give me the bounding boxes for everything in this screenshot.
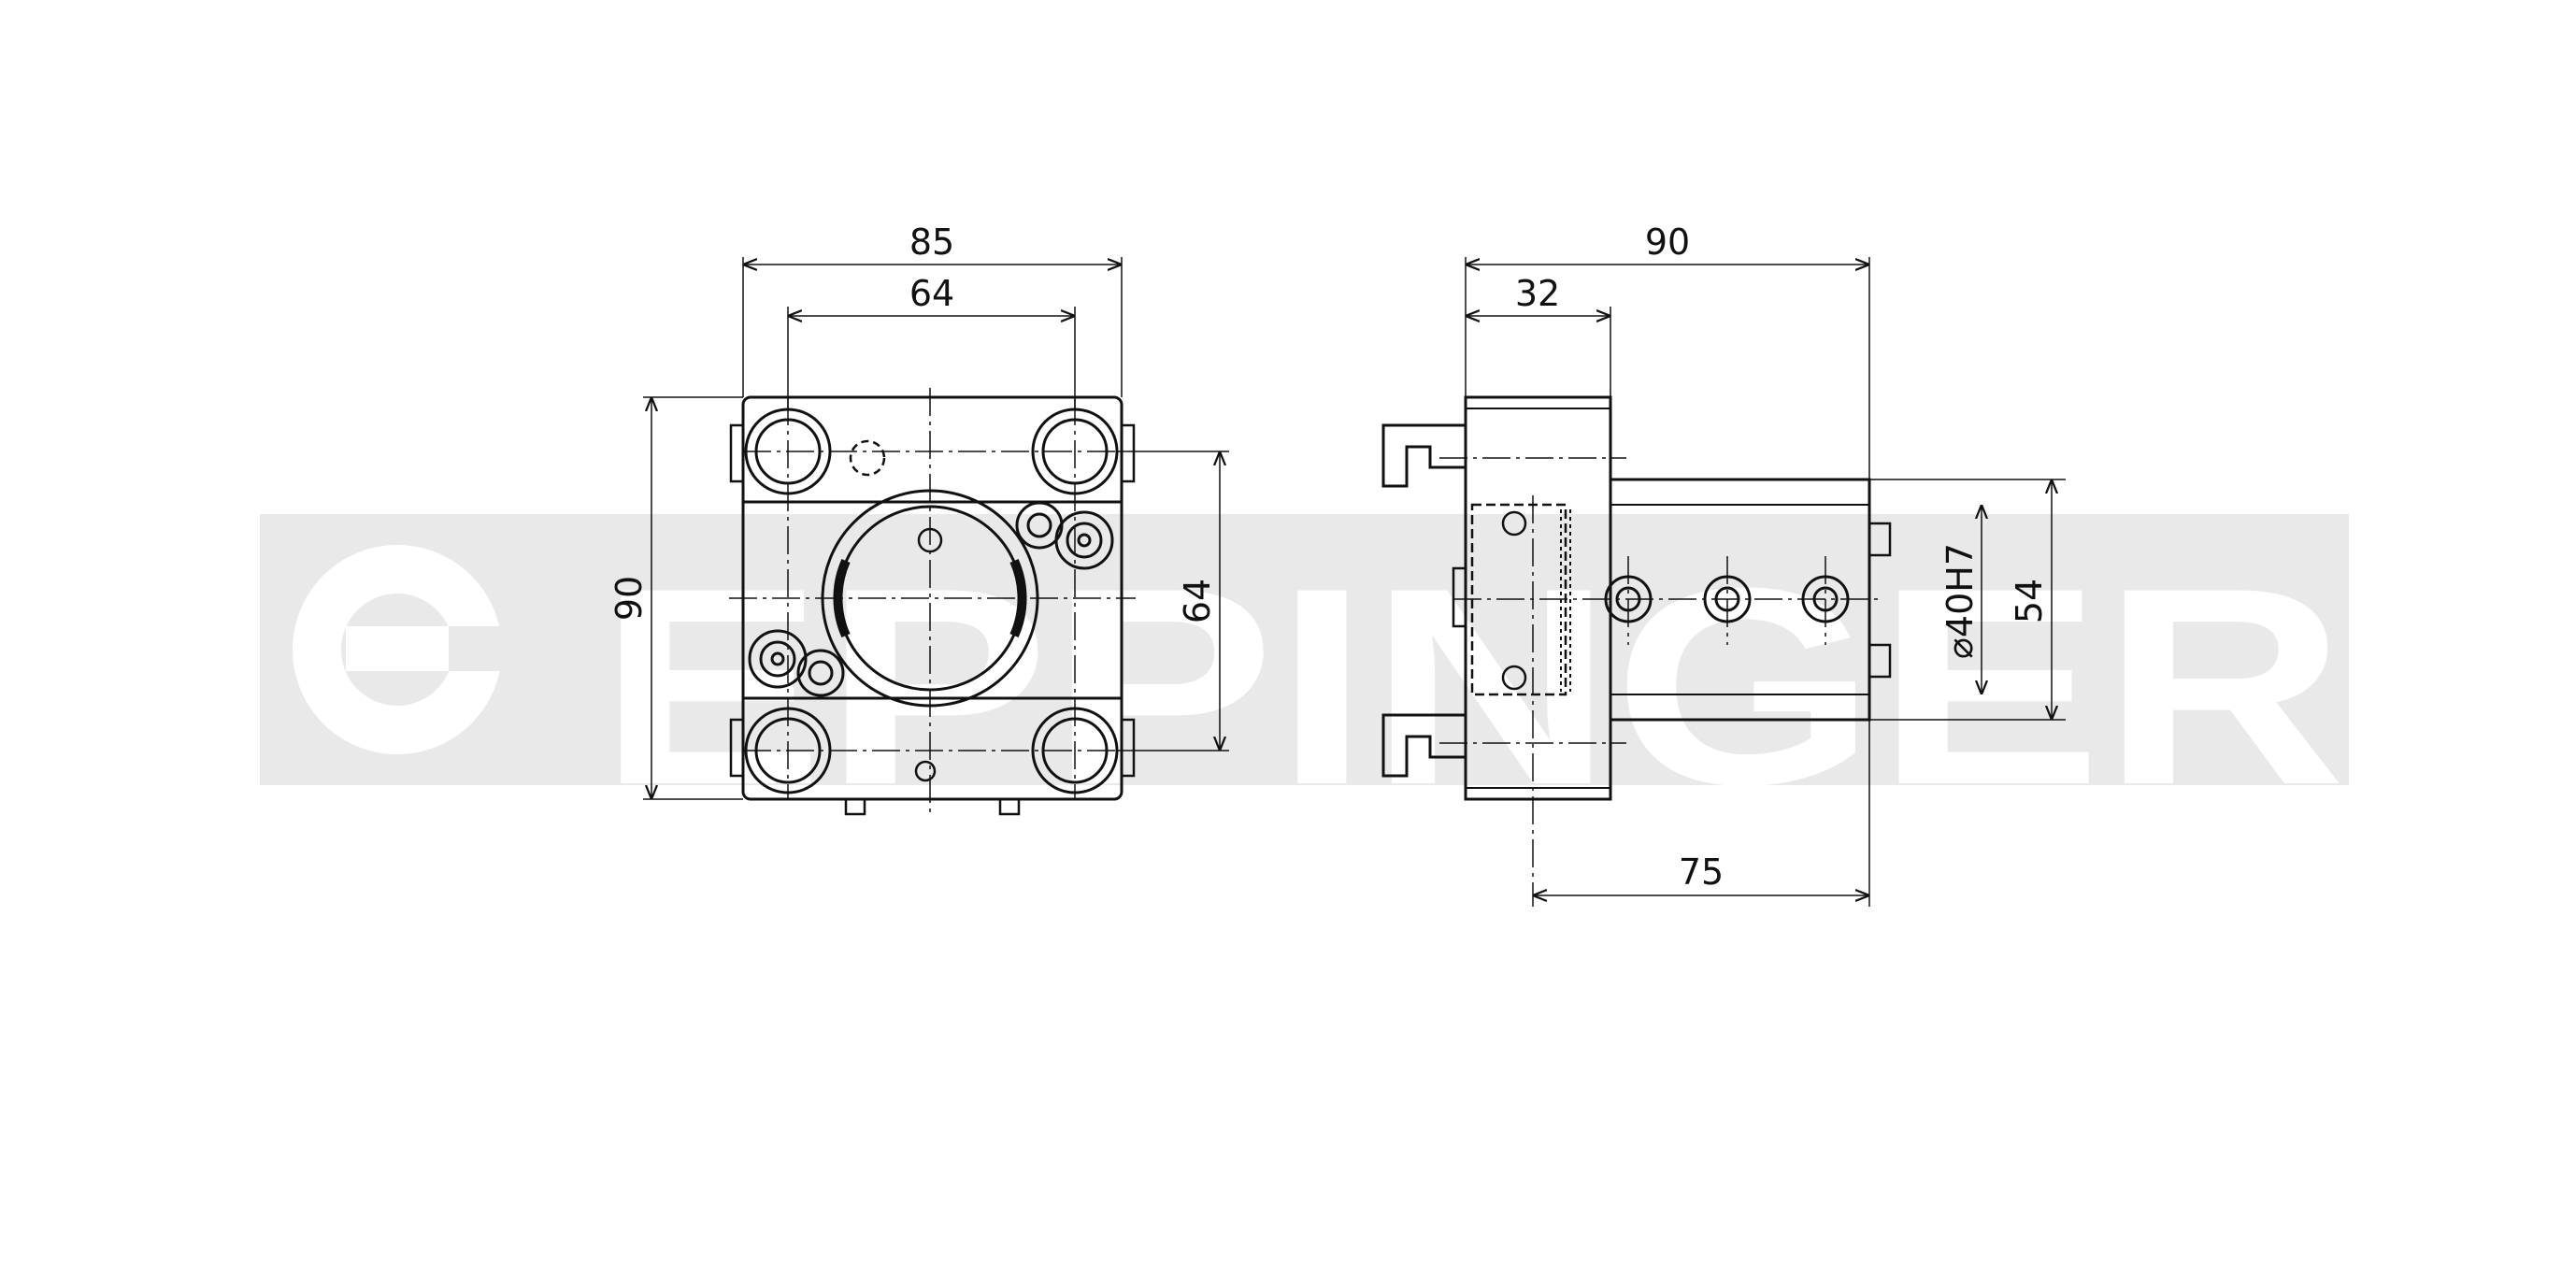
watermark-band: [260, 514, 2349, 785]
dim-side-bore-diameter: ⌀40H7: [1939, 543, 1981, 659]
dim-side-overall-length: 90: [1645, 222, 1690, 263]
watermark: EPPINGER: [260, 514, 2349, 843]
dim-side-shank-length: 75: [1679, 852, 1724, 893]
side-view: [1381, 257, 2066, 907]
dim-front-bolt-spacing-h: 64: [909, 273, 954, 314]
dim-front-bolt-spacing-v: 64: [1177, 579, 1218, 623]
t-slot-hook-bottom: [1381, 713, 1466, 778]
eppinger-logo-icon: [293, 545, 505, 754]
front-view: [643, 257, 1229, 818]
dim-front-overall-width: 85: [909, 222, 954, 263]
t-slot-hook-top: [1381, 423, 1466, 488]
dim-side-flange-thickness: 32: [1515, 273, 1560, 314]
dim-side-shank-height: 54: [2009, 579, 2050, 623]
coolant-port-right: [1015, 501, 1114, 570]
dim-front-overall-height: 90: [608, 576, 650, 621]
coolant-port-left: [748, 629, 845, 697]
